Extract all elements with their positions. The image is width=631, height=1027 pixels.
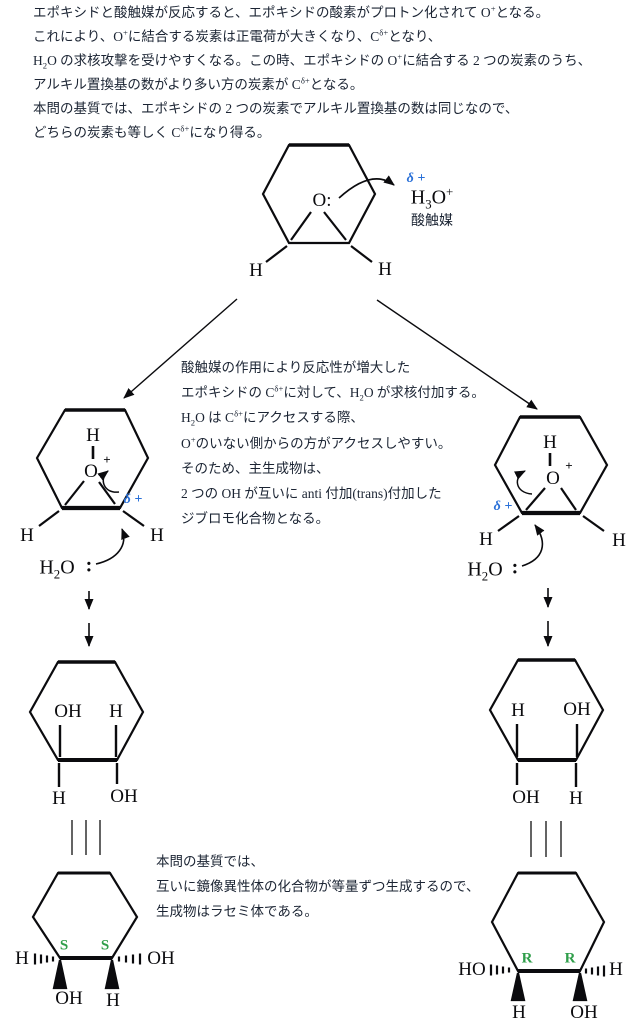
start-epoxide-ring bbox=[261, 143, 395, 263]
left-enantiomer-ring bbox=[31, 871, 142, 990]
intro-line: 本問の基質では、エポキシドの 2 つの炭素でアルキル置換基の数は同じなので、 bbox=[33, 101, 519, 116]
note-line: そのため、主生成物は、 bbox=[181, 460, 330, 476]
hydrogen-label: H bbox=[543, 432, 557, 453]
hydroxyl-label: OH bbox=[55, 988, 83, 1009]
acid-catalyst-label: 酸触媒 bbox=[411, 214, 453, 229]
hydrogen-label: H bbox=[150, 525, 164, 546]
equivalence-mark-right bbox=[530, 821, 562, 857]
note-line: O+のいない側からの方がアクセスしやすい。 bbox=[181, 434, 452, 451]
stereo-descriptor-r: R bbox=[564, 950, 576, 967]
water-attack-arrow-right bbox=[521, 524, 545, 567]
note-line: 酸触媒の作用により反応性が増大した bbox=[181, 360, 411, 375]
delta-plus-label: δ + bbox=[406, 171, 426, 186]
stereo-descriptor-s: S bbox=[100, 937, 110, 954]
conclusion-line: 本問の基質では、 bbox=[156, 854, 264, 869]
oxonium-oxygen-label: O bbox=[546, 468, 560, 489]
hydronium-label: H3O+ bbox=[410, 184, 454, 212]
wedge-bond bbox=[572, 972, 588, 1002]
hydrogen-label: H bbox=[52, 788, 66, 809]
wedge-bond bbox=[510, 972, 526, 1002]
conclusion-paragraph: 本問の基質では、 互いに鏡像異性体の化合物が等量ずつ生成するので、 生成物はラセ… bbox=[156, 849, 479, 924]
wedge-bond bbox=[104, 959, 120, 990]
hydrogen-label: H bbox=[109, 701, 123, 722]
delta-plus-label: δ + bbox=[493, 499, 513, 514]
plus-charge-label: + bbox=[103, 452, 111, 467]
left-diol-ring bbox=[28, 660, 145, 787]
intro-line: これにより、O+に結合する炭素は正電荷が大きくなり、Cδ+となり、 bbox=[33, 27, 442, 44]
water-label: H2O bbox=[467, 558, 503, 584]
hydroxyl-label: OH bbox=[570, 1002, 598, 1023]
hydroxyl-label: OH bbox=[110, 786, 138, 807]
stereo-descriptor-r: R bbox=[521, 950, 533, 967]
bond-cleavage-arrow-left bbox=[97, 470, 120, 493]
intro-paragraph: エポキシドと酸触媒が反応すると、エポキシドの酸素がプロトン化されて O+となる。… bbox=[33, 1, 591, 145]
note-line: エポキシドの Cδ+に対して、H2O が求核付加する。 bbox=[181, 383, 485, 403]
left-protonated-epoxide bbox=[35, 408, 150, 565]
hydroxyl-label: OH bbox=[54, 701, 82, 722]
hydroxyl-label: HO bbox=[458, 959, 486, 980]
branch-arrow-left bbox=[123, 298, 238, 399]
hydroxyl-label: OH bbox=[512, 787, 540, 808]
delta-plus-label: δ + bbox=[123, 492, 143, 507]
right-diol-ring bbox=[488, 658, 605, 787]
hydroxyl-label: OH bbox=[563, 699, 591, 720]
conclusion-line: 互いに鏡像異性体の化合物が等量ずつ生成するので、 bbox=[156, 879, 480, 894]
hydrogen-label: H bbox=[86, 425, 100, 446]
note-line: 2 つの OH が互いに anti 付加(trans)付加した bbox=[181, 485, 442, 501]
stereo-descriptor-s: S bbox=[59, 937, 69, 954]
water-label: H2O bbox=[39, 556, 75, 582]
intro-line: アルキル置換基の数がより多い方の炭素が Cδ+となる。 bbox=[33, 75, 364, 92]
note-line: ジブロモ化合物となる。 bbox=[181, 511, 330, 527]
hydrogen-label: H bbox=[512, 1002, 526, 1023]
plus-charge-label: + bbox=[565, 458, 573, 473]
hydrogen-label: H bbox=[479, 529, 493, 550]
note-line: H2O は Cδ+にアクセスする際、 bbox=[181, 408, 364, 429]
branch-arrow-right bbox=[376, 299, 538, 410]
hydrogen-label: H bbox=[20, 525, 34, 546]
hydrogen-label: H bbox=[609, 959, 623, 980]
hydrogen-label: H bbox=[106, 990, 120, 1011]
oxonium-oxygen-label: O bbox=[84, 461, 98, 482]
conclusion-line: 生成物はラセミ体である。 bbox=[156, 904, 318, 919]
hydrogen-label: H bbox=[15, 948, 29, 969]
hydrogen-label: H bbox=[569, 788, 583, 809]
hydrogen-label: H bbox=[378, 259, 392, 280]
hydrogen-label: H bbox=[249, 260, 263, 281]
bond-cleavage-arrow-right bbox=[514, 470, 533, 495]
lone-pair-label: : bbox=[85, 554, 93, 577]
water-attack-arrow-left bbox=[95, 528, 130, 565]
intro-line: エポキシドと酸触媒が反応すると、エポキシドの酸素がプロトン化されて O+となる。 bbox=[33, 3, 550, 20]
equivalence-mark-left bbox=[71, 820, 101, 855]
hydrogen-label: H bbox=[511, 700, 525, 721]
right-protonated-epoxide bbox=[493, 415, 609, 567]
intro-line: H2O の求核攻撃を受けやすくなる。この時、エポキシドの O+に結合する 2 つ… bbox=[33, 51, 592, 71]
wedge-bond bbox=[52, 959, 68, 990]
protonation-curved-arrow bbox=[338, 175, 395, 199]
right-enantiomer-ring bbox=[489, 871, 606, 1002]
lone-pair-label: : bbox=[511, 556, 519, 579]
hydrogen-label: H bbox=[612, 530, 626, 551]
epoxide-oxygen-label: O: bbox=[312, 190, 332, 211]
hydroxyl-label: OH bbox=[147, 948, 175, 969]
mechanism-note: 酸触媒の作用により反応性が増大した エポキシドの Cδ+に対して、H2O が求核… bbox=[181, 355, 485, 531]
intro-line: どちらの炭素も等しく Cδ+になり得る。 bbox=[33, 123, 271, 140]
